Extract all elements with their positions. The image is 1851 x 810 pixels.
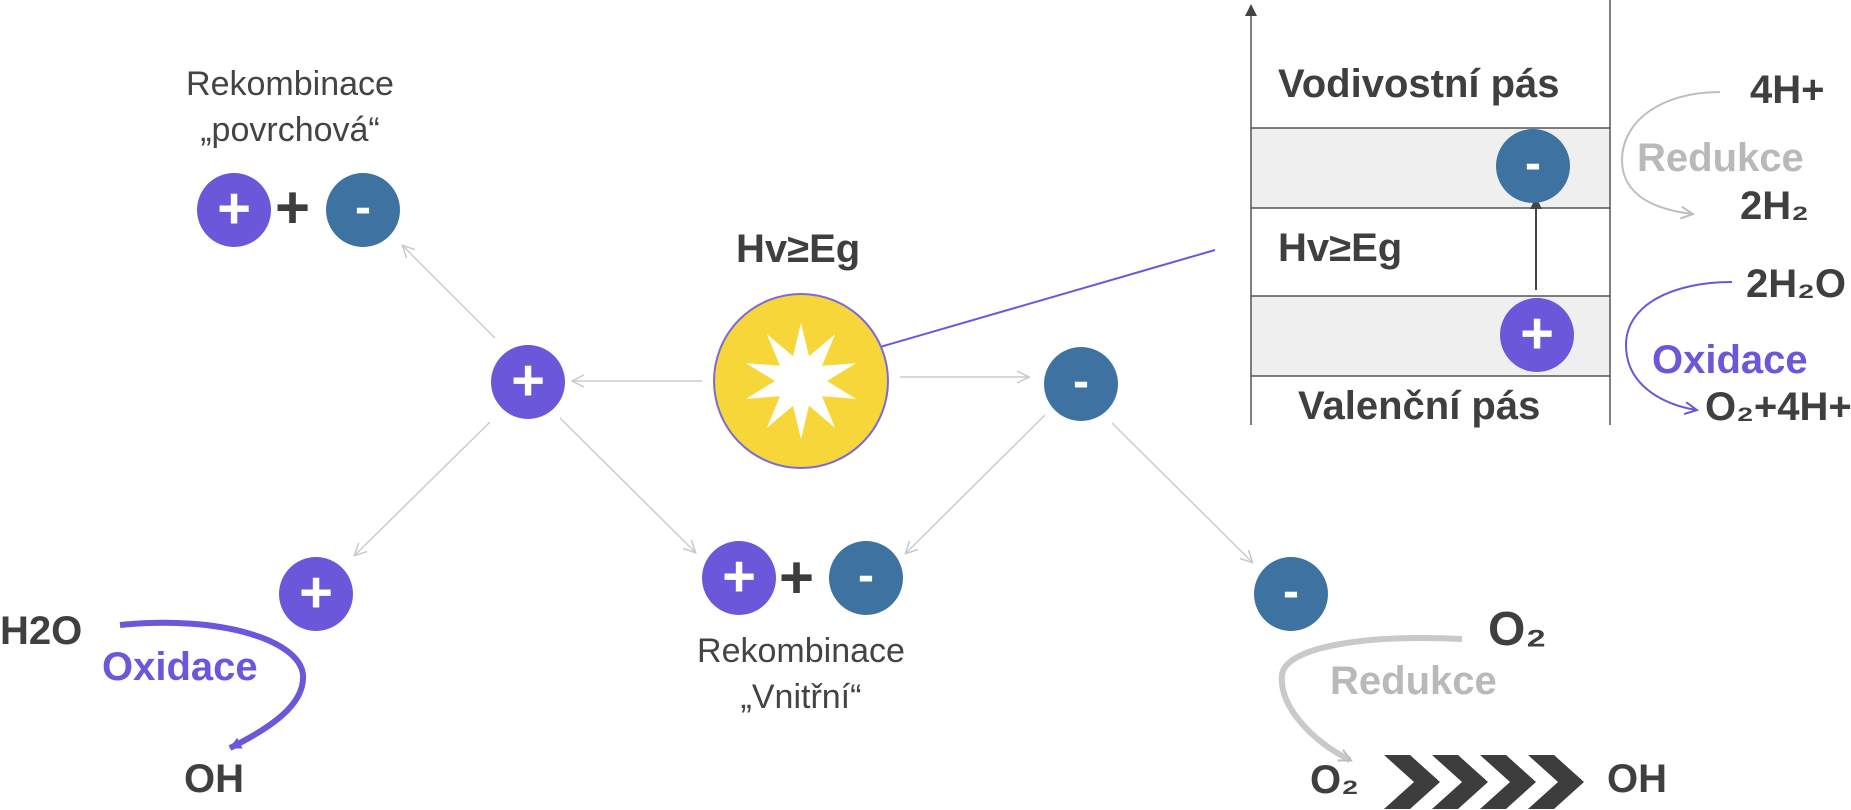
minus-icon: - xyxy=(1525,137,1541,190)
hole-main: + xyxy=(491,345,565,419)
burst-icon xyxy=(745,323,857,439)
chevron-arrows xyxy=(1384,755,1584,809)
reduction-curve-arrow xyxy=(1278,634,1463,763)
band-reduction-product: 2H₂ xyxy=(1740,184,1809,228)
electron-reduction: - xyxy=(1254,557,1328,631)
band-reduction-curve xyxy=(1620,91,1721,220)
band-gap-label: Hv≥Eg xyxy=(1278,226,1403,270)
valence-band-label: Valenční pás xyxy=(1298,384,1541,428)
arrow-hole-to-oxidation xyxy=(355,421,491,555)
chevron-icon xyxy=(1528,755,1584,809)
photon-energy-label: Hv≥Eg xyxy=(736,227,861,271)
flow-arrows xyxy=(355,246,1252,562)
conduction-band-label: Vodivostní pás xyxy=(1278,62,1560,106)
electron-main: - xyxy=(1044,347,1118,421)
hole-surface: + xyxy=(197,173,271,247)
band-reduction-reactant: 4H+ xyxy=(1750,68,1825,112)
band-oxidation-curve xyxy=(1624,281,1733,415)
arrow-hole-to-internal xyxy=(559,417,695,552)
electron-surface: - xyxy=(326,173,400,247)
surface-recombination-subtitle: „povrchová“ xyxy=(200,111,380,149)
minus-icon: - xyxy=(858,549,874,602)
plus-icon: + xyxy=(511,348,545,413)
chevron-icon xyxy=(1432,755,1488,809)
plus-icon: + xyxy=(217,176,251,241)
band-oxidation-product: O₂+4H+ xyxy=(1705,385,1851,429)
chevron-icon xyxy=(1384,755,1440,809)
internal-recombination-subtitle: „Vnitřní“ xyxy=(740,678,862,716)
internal-recombination-title: Rekombinace xyxy=(697,632,905,670)
hole-valence-band: + xyxy=(1500,298,1574,372)
water-reactant: H2O xyxy=(0,609,83,653)
photon-band-connector xyxy=(879,249,1216,348)
oxygen-product-start: O₂ xyxy=(1310,758,1359,802)
band-oxidation-label: Oxidace xyxy=(1652,338,1808,382)
plus-icon: + xyxy=(722,544,756,609)
hydroxyl-product: OH xyxy=(184,757,244,801)
band-reduction-label: Redukce xyxy=(1637,136,1804,180)
surface-recombination-title: Rekombinace xyxy=(186,65,394,103)
oxidation-curve-arrow xyxy=(119,619,307,751)
oxygen-reactant: O₂ xyxy=(1488,603,1547,656)
electron-conduction-band: - xyxy=(1496,129,1570,203)
minus-icon: - xyxy=(1073,355,1089,408)
arrow-electron-to-reduction xyxy=(1111,422,1252,562)
oxidation-label: Oxidace xyxy=(102,645,258,689)
plus-icon: + xyxy=(1520,301,1554,366)
minus-icon: - xyxy=(1283,565,1299,618)
arrow-electron-to-internal xyxy=(906,414,1046,553)
hole-oxidation: + xyxy=(279,557,353,631)
arrow-hole-to-surface xyxy=(403,246,496,339)
chevron-icon xyxy=(1480,755,1536,809)
hydroxyl-product-end: OH xyxy=(1607,757,1667,801)
hole-internal: + xyxy=(702,541,776,615)
reduction-label: Redukce xyxy=(1330,659,1497,703)
minus-icon: - xyxy=(355,181,371,234)
plus-sign: + xyxy=(275,174,311,241)
plus-sign: + xyxy=(779,544,815,611)
plus-icon: + xyxy=(299,560,333,625)
band-oxidation-reactant: 2H₂O xyxy=(1746,262,1847,306)
electron-internal: - xyxy=(829,541,903,615)
